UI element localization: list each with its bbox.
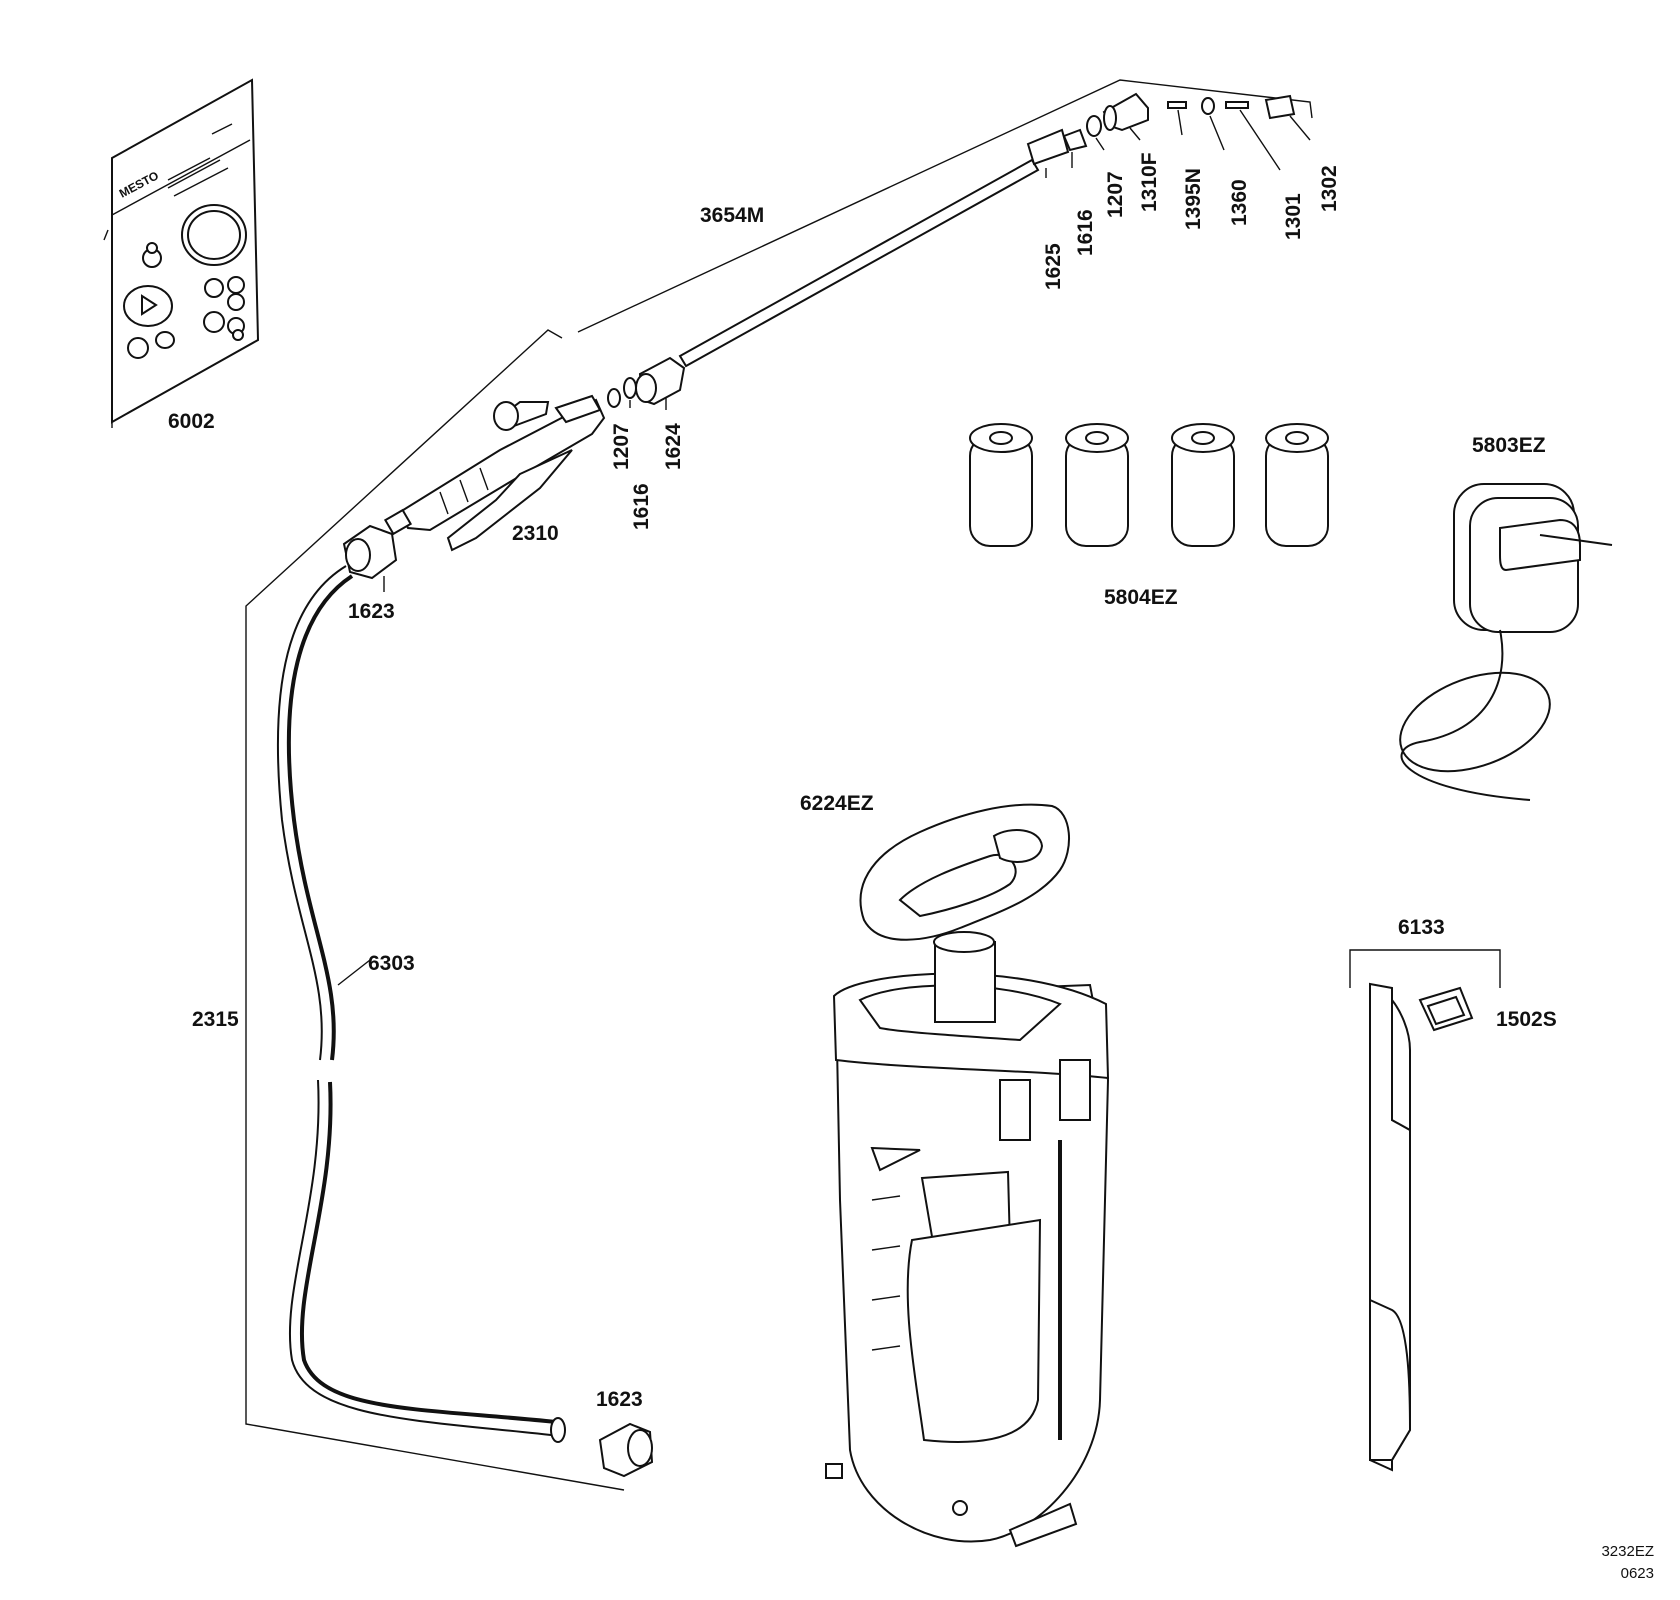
hose-nut-bottom: [598, 1422, 654, 1478]
sprayer-tank: [825, 803, 1110, 1548]
hose-bracket-line: [245, 329, 625, 1491]
battery-3: [1171, 423, 1235, 547]
lance-tube: [678, 92, 1296, 368]
label-1623-bottom: 1623: [596, 1388, 643, 1411]
label-3654M: 3654M: [700, 204, 764, 227]
label-1301: 1301: [1282, 193, 1305, 240]
label-1207-top: 1207: [1104, 171, 1127, 218]
battery-1: [969, 423, 1033, 547]
label-1616-mid: 1616: [630, 483, 653, 530]
label-2310: 2310: [512, 522, 559, 545]
label-1624: 1624: [662, 423, 685, 470]
label-6002: 6002: [168, 410, 215, 433]
label-1623-top: 1623: [348, 600, 395, 623]
label-5803EZ: 5803EZ: [1472, 434, 1546, 457]
hose-nut-top: [342, 524, 398, 580]
document-code: 3232EZ: [1601, 1543, 1654, 1560]
label-1625: 1625: [1042, 243, 1065, 290]
label-2315: 2315: [192, 1008, 239, 1031]
hose: [276, 565, 566, 1443]
label-6303: 6303: [368, 952, 415, 975]
label-1302: 1302: [1318, 165, 1341, 212]
label-6133: 6133: [1398, 916, 1445, 939]
shoulder-strap: [1349, 949, 1501, 1472]
lance-bracket-line: [577, 79, 1313, 333]
label-1616-top: 1616: [1074, 209, 1097, 256]
spray-gun-handle: [383, 394, 606, 552]
document-date: 0623: [1621, 1565, 1654, 1582]
label-5804EZ: 5804EZ: [1104, 586, 1178, 609]
charger: [1399, 483, 1613, 801]
battery-4: [1265, 423, 1329, 547]
battery-2: [1065, 423, 1129, 547]
label-1395N: 1395N: [1182, 168, 1205, 230]
label-1310F: 1310F: [1138, 152, 1161, 212]
battery-set: [969, 423, 1329, 547]
pump-handle: [859, 803, 1070, 941]
label-1502S: 1502S: [1496, 1008, 1557, 1031]
label-1207-mid: 1207: [610, 423, 633, 470]
label-1360: 1360: [1228, 179, 1251, 226]
seal-kit-card: MESTO: [103, 78, 260, 428]
lance-base-fittings: [607, 356, 686, 408]
label-6224EZ: 6224EZ: [800, 792, 874, 815]
